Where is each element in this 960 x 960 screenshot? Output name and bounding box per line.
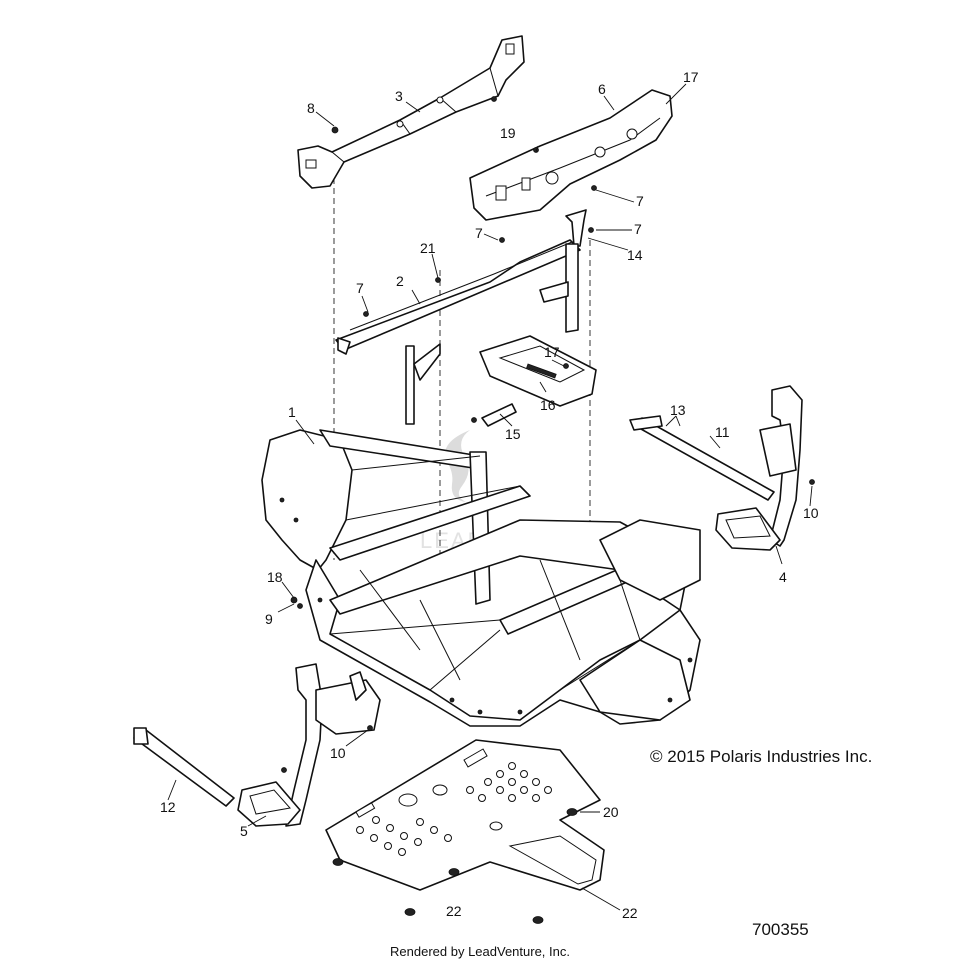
callout-7-c: 7 (475, 225, 483, 241)
callout-4: 4 (779, 569, 787, 585)
callout-10-a: 10 (803, 505, 819, 521)
callout-18: 18 (267, 569, 283, 585)
callout-3: 3 (395, 88, 403, 104)
rendered-by-credit: Rendered by LeadVenture, Inc. (390, 944, 570, 959)
callout-6: 6 (598, 81, 606, 97)
part-16-center-tray (479, 335, 597, 407)
callout-1: 1 (288, 404, 296, 420)
part-11-rod (629, 415, 775, 501)
part-5-left-bar (237, 663, 381, 827)
callout-22-b: 22 (622, 905, 638, 921)
callout-11: 11 (715, 424, 730, 440)
leader-lines (167, 83, 813, 911)
callout-7-d: 7 (356, 280, 364, 296)
copyright-notice: © 2015 Polaris Industries Inc. (650, 747, 873, 766)
callout-20: 20 (603, 804, 619, 820)
callout-16: 16 (540, 397, 556, 413)
callout-14: 14 (627, 247, 643, 263)
callout-13: 13 (670, 402, 686, 418)
callout-10-b: 10 (330, 745, 346, 761)
callout-22-a: 22 (446, 903, 462, 919)
part-15-bracket (471, 403, 517, 427)
callout-19: 19 (500, 125, 516, 141)
part-1-main-frame (261, 429, 701, 727)
callout-7-a: 7 (636, 193, 644, 209)
callout-17-b: 17 (544, 344, 560, 360)
diagram-number: 700355 (752, 920, 809, 939)
callout-12: 12 (160, 799, 176, 815)
part-12-rod (133, 727, 235, 807)
callout-8: 8 (307, 100, 315, 116)
part-4-right-bar (715, 385, 815, 551)
callout-2: 2 (396, 273, 404, 289)
part-2-cargo-frame (335, 237, 581, 425)
callout-7-b: 7 (634, 221, 642, 237)
callout-5: 5 (240, 823, 248, 839)
part-14-bracket (565, 209, 594, 247)
callout-17-a: 17 (683, 69, 699, 85)
part-3-upper-beam (297, 35, 525, 189)
fasteners (290, 596, 578, 924)
part-22-skid-plate (325, 739, 605, 891)
part-6-dash-panel (469, 89, 673, 221)
callout-15: 15 (505, 426, 521, 442)
callout-9: 9 (265, 611, 273, 627)
callout-21: 21 (420, 240, 436, 256)
skid-plate-vent-holes (356, 762, 552, 856)
